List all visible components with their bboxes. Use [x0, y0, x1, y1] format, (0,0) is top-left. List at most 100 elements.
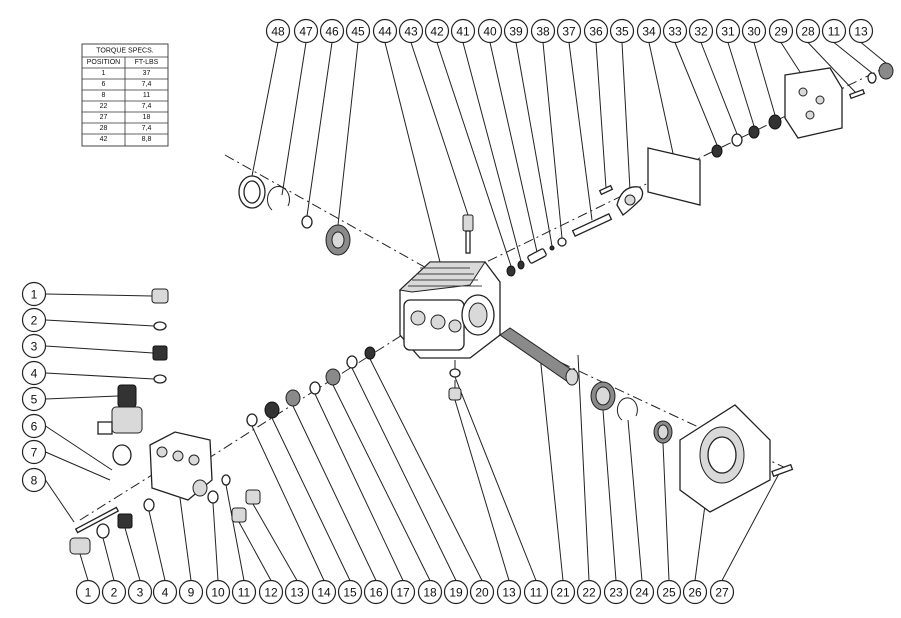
callout-top-47-label: 47 — [299, 25, 313, 39]
callout-bottom-17-label: 17 — [396, 586, 410, 600]
leader-line — [45, 395, 119, 400]
leader-line — [45, 451, 111, 481]
leader-line — [489, 42, 538, 253]
torque-cell: 27 — [100, 114, 108, 121]
leader-line — [542, 42, 563, 239]
callout-bottom-19: 19 — [443, 579, 469, 605]
drain-plug-11-13 — [448, 368, 462, 401]
callout-bottom-17-circle — [390, 579, 416, 605]
callout-bottom-12-label: 12 — [264, 586, 278, 600]
callout-left-8-circle — [21, 467, 47, 493]
callout-top-28: 28 — [795, 18, 821, 44]
callout-bottom-2-label: 2 — [111, 586, 118, 600]
callout-bottom-13-circle — [496, 579, 522, 605]
torque-cell: 8,8 — [142, 136, 152, 143]
leader-line — [351, 367, 457, 581]
callout-bottom-14: 14 — [311, 579, 337, 605]
callout-left-5-label: 5 — [31, 393, 38, 407]
leader-line — [515, 42, 553, 247]
leader-line — [860, 42, 887, 64]
leader-line — [124, 527, 141, 581]
gasket-34 — [647, 147, 701, 206]
torque-header: POSITION — [87, 59, 120, 66]
callout-bottom-11: 11 — [231, 579, 257, 605]
callout-top-35: 35 — [609, 18, 635, 44]
callout-bottom-15-circle — [337, 579, 363, 605]
callout-bottom-1-circle — [75, 579, 101, 605]
callout-bottom-10: 10 — [205, 579, 231, 605]
callout-bottom-21: 21 — [550, 579, 576, 605]
leader-line — [700, 42, 738, 135]
callout-top-48: 48 — [265, 18, 291, 44]
callout-bottom-26: 26 — [682, 579, 708, 605]
leader-line — [102, 537, 115, 581]
callout-bottom-27-label: 27 — [715, 586, 729, 600]
torque-cell: 18 — [143, 114, 151, 121]
rear-cover-29 — [784, 67, 843, 139]
callout-left-6: 6 — [21, 413, 47, 439]
callout-top-37-label: 37 — [562, 25, 576, 39]
callout-top-40-label: 40 — [483, 25, 497, 39]
callout-bottom-22-circle — [576, 579, 602, 605]
leader-line — [454, 376, 537, 581]
callout-top-35-circle — [609, 18, 635, 44]
callout-bottom-3-circle — [127, 579, 153, 605]
callout-left-4: 4 — [21, 360, 47, 386]
callout-bottom-26-label: 26 — [688, 586, 702, 600]
torque-cell: 8 — [102, 92, 106, 99]
callout-top-31-circle — [715, 18, 741, 44]
leader-line — [621, 42, 631, 191]
leader-line — [627, 419, 643, 581]
callout-left-1-label: 1 — [31, 288, 38, 302]
callout-top-41-circle — [450, 18, 476, 44]
callout-bottom-9: 9 — [178, 579, 204, 605]
leader-line — [462, 42, 522, 262]
callout-top-40: 40 — [477, 18, 503, 44]
callout-top-13-circle — [848, 18, 874, 44]
callout-left-7: 7 — [21, 439, 47, 465]
callout-top-43-label: 43 — [404, 25, 418, 39]
callout-top-30-label: 30 — [747, 25, 761, 39]
callout-bottom-14-circle — [311, 579, 337, 605]
callout-bottom-13-label: 13 — [290, 586, 304, 600]
callout-bottom-27: 27 — [709, 579, 735, 605]
torque-cell: 7,4 — [142, 103, 152, 110]
callout-bottom-22: 22 — [576, 579, 602, 605]
leader-line — [337, 42, 359, 226]
callout-bottom-17: 17 — [390, 579, 416, 605]
callout-top-33-circle — [662, 18, 688, 44]
leader-line — [251, 425, 325, 581]
callout-top-45-circle — [345, 18, 371, 44]
torque-cell: 6 — [102, 81, 106, 88]
callout-top-36-label: 36 — [589, 25, 603, 39]
torque-cell: 28 — [100, 125, 108, 132]
callout-bottom-20-circle — [469, 579, 495, 605]
callout-left-5: 5 — [21, 386, 47, 412]
callout-top-41: 41 — [450, 18, 476, 44]
leader-line — [271, 417, 351, 581]
leader-line — [251, 42, 279, 177]
seals-30-33 — [711, 114, 782, 158]
callout-bottom-25-label: 25 — [662, 586, 676, 600]
bearing-ring-48 — [238, 175, 266, 209]
callout-bottom-15: 15 — [337, 579, 363, 605]
callout-bottom-25-circle — [656, 579, 682, 605]
leader-line — [454, 399, 510, 581]
callout-top-11: 11 — [821, 18, 847, 44]
leader-line — [238, 521, 272, 581]
callout-top-45: 45 — [345, 18, 371, 44]
leader-line — [410, 42, 469, 216]
callout-left-8-label: 8 — [31, 474, 38, 488]
callout-left-3-label: 3 — [31, 340, 38, 354]
callout-bottom-12: 12 — [258, 579, 284, 605]
callout-top-32-label: 32 — [694, 25, 708, 39]
torque-cell: 37 — [143, 70, 151, 77]
leader-line — [179, 497, 192, 581]
leader-line — [727, 42, 755, 127]
connecting-rod-37-38 — [571, 184, 614, 238]
callout-top-47-circle — [293, 18, 319, 44]
callout-bottom-26-circle — [682, 579, 708, 605]
parts — [69, 62, 894, 555]
callout-top-31-label: 31 — [721, 25, 735, 39]
